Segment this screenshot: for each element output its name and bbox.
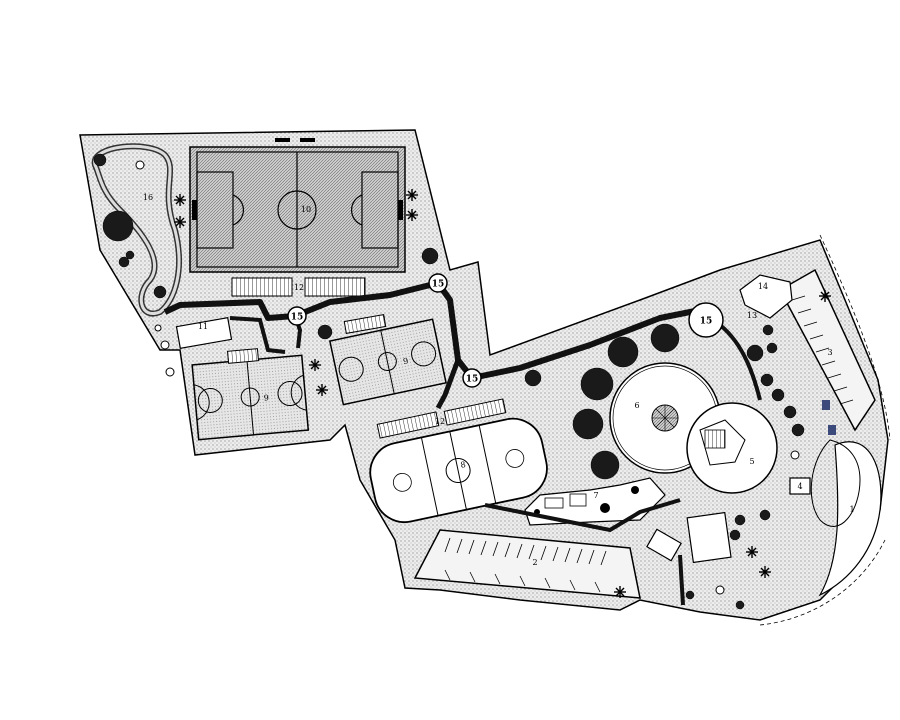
svg-text:15: 15 [291, 313, 304, 323]
building-13-14: 14 13 [739, 274, 793, 320]
svg-text:15: 15 [432, 280, 445, 290]
node-15-b: 15 [428, 273, 448, 293]
bleachers-rink: 12 [376, 398, 507, 439]
label-12-top: 12 [294, 283, 304, 292]
svg-text:15: 15 [466, 375, 479, 385]
tree [771, 388, 785, 402]
tree [590, 450, 620, 480]
parking-lot-2: 2 [413, 529, 641, 599]
shrubs [135, 160, 800, 595]
label-8: 8 [460, 460, 467, 470]
building-4: 4 [789, 477, 811, 495]
tree [524, 369, 542, 387]
label-16: 16 [143, 193, 153, 202]
label-7: 7 [593, 491, 598, 500]
label-6: 6 [634, 401, 639, 410]
label-2: 2 [532, 558, 537, 567]
label-3: 3 [827, 348, 832, 357]
tree [421, 247, 439, 265]
tree [735, 600, 745, 610]
tree [734, 514, 746, 526]
building-11: 11 [175, 316, 233, 350]
node-15-a: 15 [287, 306, 307, 326]
tree [650, 323, 680, 353]
label-11: 11 [198, 322, 208, 331]
water-feature [822, 400, 830, 410]
tree [317, 324, 333, 340]
tree [93, 153, 107, 167]
label-9-left: 9 [263, 393, 269, 402]
tree [783, 405, 797, 419]
bleachers-soccer: 12 [231, 277, 366, 297]
tree [685, 590, 695, 600]
tree [125, 250, 135, 260]
tree [791, 423, 805, 437]
parking-lot-3: 3 [778, 268, 876, 435]
tree [729, 529, 741, 541]
tree [760, 373, 774, 387]
tree [153, 285, 167, 299]
label-14: 14 [758, 282, 768, 291]
tree [766, 342, 778, 354]
label-12-rink: 12 [435, 417, 445, 426]
label-10: 10 [301, 205, 311, 214]
svg-text:15: 15 [700, 317, 713, 327]
tree [118, 256, 130, 268]
node-15-c: 15 [462, 368, 482, 388]
palm-trees [174, 189, 831, 598]
trees [93, 153, 805, 610]
tree [607, 336, 639, 368]
playground-7: 7 [524, 477, 666, 526]
tree [572, 408, 604, 440]
bleachers-courts [226, 314, 387, 364]
access-road [759, 234, 891, 626]
node-15-d: 15 [688, 302, 724, 338]
tree [759, 509, 771, 521]
pavilion-5: 5 [686, 402, 778, 494]
building-annex [646, 511, 732, 564]
entrance-plaza: 1 [810, 439, 882, 597]
tree [580, 367, 614, 401]
label-4: 4 [797, 482, 802, 491]
tree [102, 210, 134, 242]
label-5: 5 [749, 457, 754, 466]
tree [762, 324, 774, 336]
basketball-court-right: 9 [328, 318, 447, 406]
ice-rink: 8 [369, 417, 548, 524]
tree [746, 344, 764, 362]
label-9-right: 9 [402, 356, 409, 366]
soccer-field: 10 [189, 138, 406, 273]
basketball-court-left: 9 [191, 354, 310, 441]
label-1: 1 [849, 505, 854, 514]
label-13: 13 [747, 311, 757, 320]
